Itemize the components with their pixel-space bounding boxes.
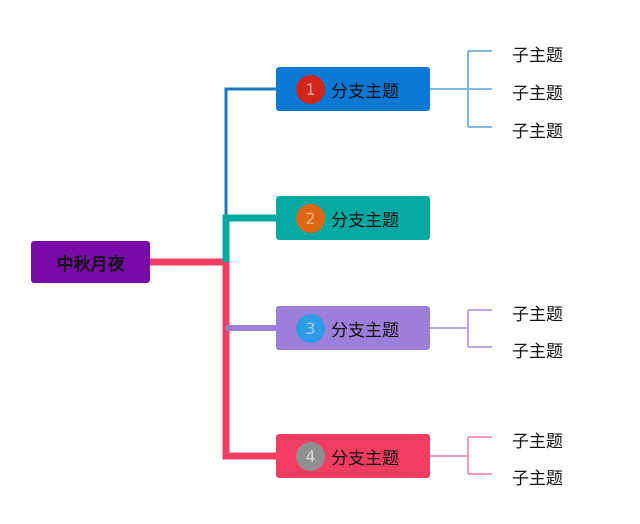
root-topic[interactable]: 中秋月夜 bbox=[31, 241, 150, 283]
subtopic[interactable]: 子主题 bbox=[512, 469, 563, 489]
branch-topic-4[interactable]: 4 分支主题 bbox=[276, 434, 430, 478]
branch-number-badge: 2 bbox=[296, 203, 325, 233]
subtopic[interactable]: 子主题 bbox=[512, 305, 563, 325]
branch-1-connector bbox=[224, 87, 276, 262]
branch-topic-label: 分支主题 bbox=[331, 448, 399, 469]
root-trunk-line bbox=[150, 258, 276, 460]
subtopic[interactable]: 子主题 bbox=[512, 432, 563, 452]
subtopic[interactable]: 子主题 bbox=[512, 46, 563, 66]
branch-topic-label: 分支主题 bbox=[331, 81, 399, 102]
subtopic[interactable]: 子主题 bbox=[512, 122, 563, 142]
branch-number-badge: 3 bbox=[296, 313, 325, 343]
branch-number-badge: 4 bbox=[296, 441, 325, 471]
branch-1-subtopic-bracket bbox=[430, 50, 492, 128]
branch-topic-label: 分支主题 bbox=[331, 320, 399, 341]
branch-topic-3[interactable]: 3 分支主题 bbox=[276, 306, 430, 350]
subtopic[interactable]: 子主题 bbox=[512, 84, 563, 104]
branch-topic-label: 分支主题 bbox=[331, 210, 399, 231]
branch-topic-1[interactable]: 1 分支主题 bbox=[276, 67, 430, 111]
subtopic[interactable]: 子主题 bbox=[512, 342, 563, 362]
branch-topic-2[interactable]: 2 分支主题 bbox=[276, 196, 430, 240]
branch-2-connector bbox=[222, 214, 276, 262]
branch-number-badge: 1 bbox=[296, 74, 325, 104]
branch-4-subtopic-bracket bbox=[430, 436, 492, 475]
branch-3-subtopic-bracket bbox=[430, 309, 492, 348]
root-topic-label: 中秋月夜 bbox=[56, 254, 125, 275]
